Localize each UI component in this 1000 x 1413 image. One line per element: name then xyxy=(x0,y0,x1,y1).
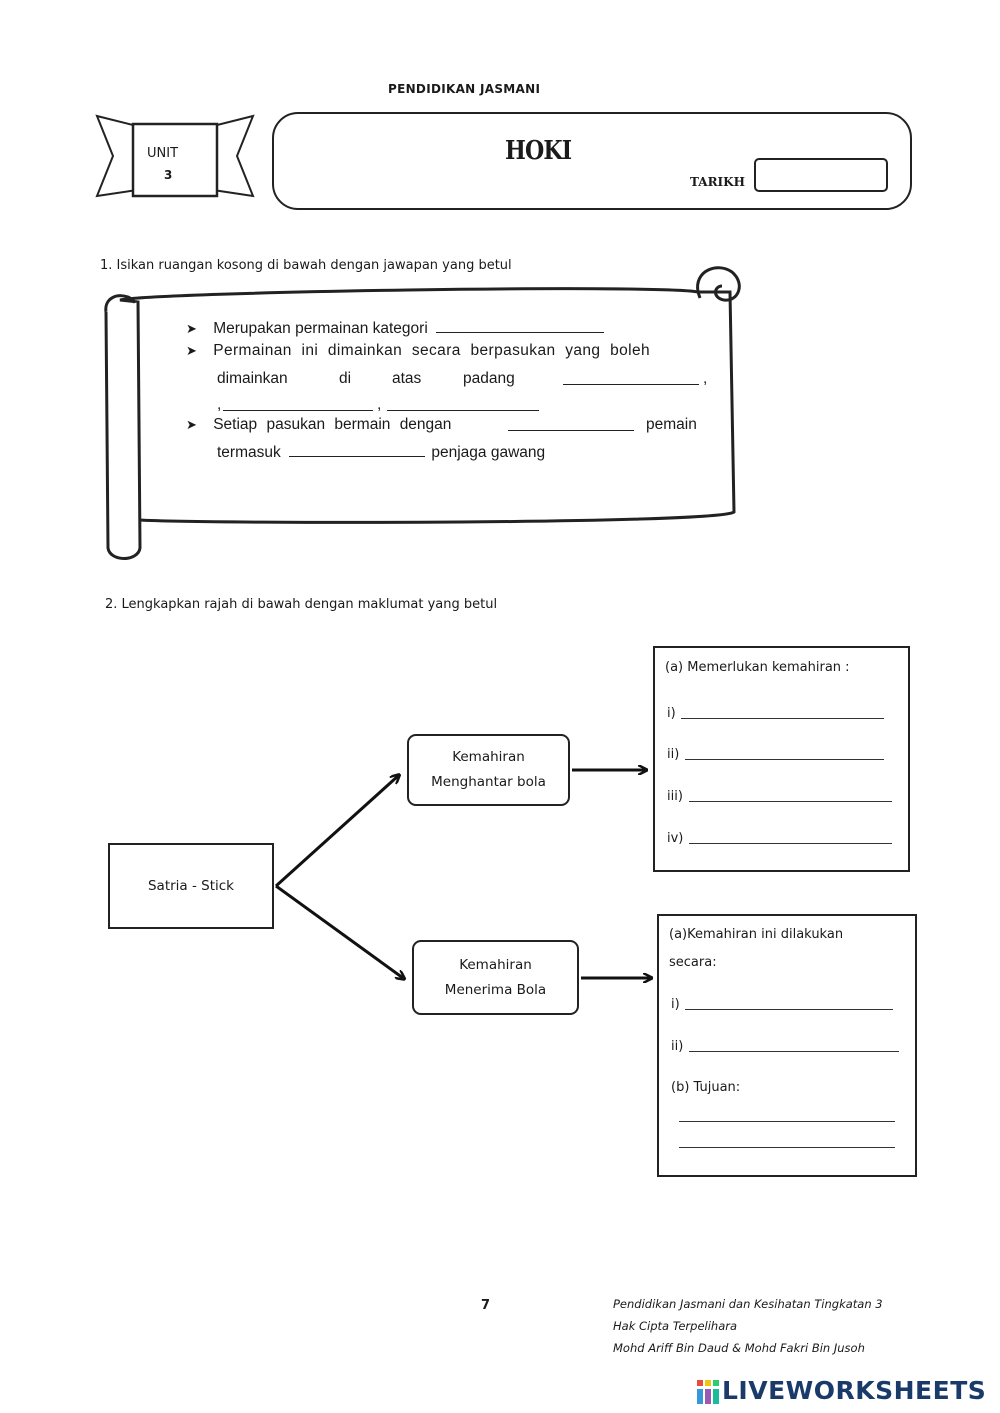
q1-blank-field-3[interactable] xyxy=(387,396,539,411)
scroll-frame xyxy=(104,266,741,560)
bullet-arrow-icon: ➤ xyxy=(186,417,197,432)
box-b-heading: (a)Kemahiran ini dilakukan xyxy=(669,927,844,942)
q1-line3-text: termasuk xyxy=(217,444,281,461)
item-label: ii) xyxy=(671,1039,684,1054)
node-label: Menerima Bola xyxy=(444,981,547,998)
node-label: Kemahiran xyxy=(452,749,525,765)
q1-blank-category[interactable] xyxy=(436,318,605,333)
liveworksheets-brand[interactable]: LIVEWORKSHEETS xyxy=(722,1376,987,1405)
page-title: HOKI xyxy=(505,136,572,166)
answer-line[interactable] xyxy=(685,1009,893,1010)
q1-blank-field-2[interactable] xyxy=(223,396,373,411)
unit-ribbon-badge xyxy=(95,114,255,198)
q1-blank-including[interactable] xyxy=(289,442,426,457)
title-frame xyxy=(272,112,912,210)
credit-line: Mohd Ariff Bin Daud & Mohd Fakri Bin Jus… xyxy=(613,1341,865,1355)
q1-word: dimainkan xyxy=(217,370,288,387)
unit-number: 3 xyxy=(164,168,173,182)
answer-line[interactable] xyxy=(679,1121,895,1122)
bullet-arrow-icon: ➤ xyxy=(186,321,197,336)
purpose-label: (b) Tujuan: xyxy=(671,1080,741,1095)
q1-line3-suffix: pemain xyxy=(646,416,697,433)
q1-word: di xyxy=(339,370,352,387)
q1-blank-field-1[interactable] xyxy=(563,370,699,385)
node-passing-skill: Kemahiran Menghantar bola xyxy=(407,734,570,806)
page-number: 7 xyxy=(481,1298,491,1313)
answer-line[interactable] xyxy=(689,843,892,844)
credit-line: Hak Cipta Terpelihara xyxy=(613,1319,738,1333)
answer-line[interactable] xyxy=(679,1147,895,1148)
answer-line[interactable] xyxy=(689,801,892,802)
item-label: iv) xyxy=(667,831,684,846)
footer-credit: Pendidikan Jasmani dan Kesihatan Tingkat… xyxy=(613,1293,883,1359)
item-label: i) xyxy=(667,706,676,721)
answer-line[interactable] xyxy=(689,1051,899,1052)
item-label: ii) xyxy=(667,747,680,762)
date-input[interactable] xyxy=(754,158,888,192)
q1-word: atas xyxy=(392,370,422,387)
answer-box-receiving: (a)Kemahiran ini dilakukan secara: i) ii… xyxy=(657,914,917,1177)
question-2-prompt: 2. Lengkapkan rajah di bawah dengan makl… xyxy=(105,597,498,612)
bullet-arrow-icon: ➤ xyxy=(186,343,197,358)
answer-line[interactable] xyxy=(681,718,884,719)
root-node-label: Satria - Stick xyxy=(147,877,235,894)
answer-box-passing: (a) Memerlukan kemahiran : i) ii) iii) i… xyxy=(653,646,910,872)
root-node-satria-stick: Satria - Stick xyxy=(108,843,274,929)
node-receiving-skill: Kemahiran Menerima Bola xyxy=(412,940,579,1015)
answer-line[interactable] xyxy=(685,759,884,760)
q1-line2-text: Permainan ini dimainkan secara berpasuka… xyxy=(213,342,651,359)
box-a-heading: (a) Memerlukan kemahiran : xyxy=(665,660,850,675)
question-1-prompt: 1. Isikan ruangan kosong di bawah dengan… xyxy=(100,258,512,273)
liveworksheets-logo-icon xyxy=(697,1380,719,1404)
q1-line3-suffix: penjaga gawang xyxy=(431,444,546,461)
credit-line: Pendidikan Jasmani dan Kesihatan Tingkat… xyxy=(613,1297,883,1311)
box-b-heading: secara: xyxy=(669,955,717,970)
q1-line3-text: Setiap pasukan bermain dengan xyxy=(213,416,452,433)
q1-word: padang xyxy=(463,370,515,387)
node-label: Menghantar bola xyxy=(431,774,546,790)
subject-heading: PENDIDIKAN JASMANI xyxy=(388,82,541,96)
unit-label: UNIT xyxy=(147,146,179,161)
q1-blank-players[interactable] xyxy=(508,416,634,431)
date-label: TARIKH xyxy=(690,175,745,189)
item-label: i) xyxy=(671,997,680,1012)
node-label: Kemahiran xyxy=(459,956,532,973)
q1-line1-text: Merupakan permainan kategori xyxy=(213,320,428,337)
item-label: iii) xyxy=(667,789,683,804)
